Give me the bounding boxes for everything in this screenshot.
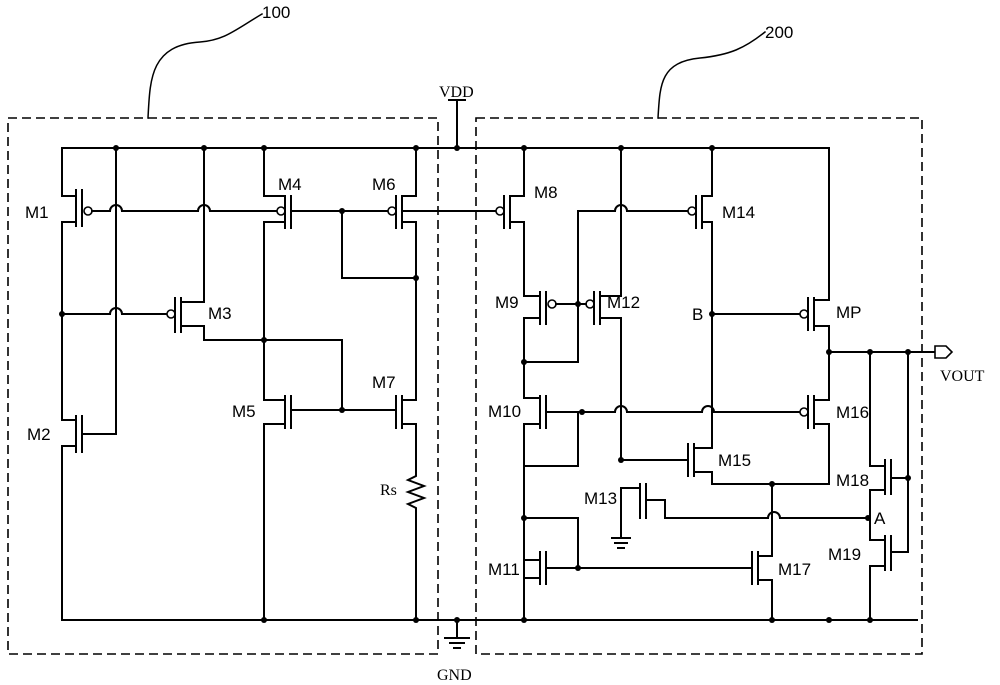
m13-ground-symbol <box>611 517 631 549</box>
node-dot <box>769 617 775 623</box>
block-100-callout <box>147 12 264 119</box>
m17-label: M17 <box>778 560 811 579</box>
node-b-label: B <box>692 305 703 324</box>
m13-label: M13 <box>584 489 617 508</box>
node-dot <box>113 145 119 151</box>
mp-transistor <box>711 147 830 399</box>
node-dot <box>339 208 345 214</box>
m9-label: M9 <box>495 293 519 312</box>
node-dot <box>521 515 527 521</box>
node-dot <box>521 359 527 365</box>
node-dot <box>867 617 873 623</box>
gnd-terminal <box>444 619 470 649</box>
m16-label: M16 <box>836 403 869 422</box>
rs-label: Rs <box>380 482 397 499</box>
m5-transistor <box>263 395 395 621</box>
m18-transistor <box>869 351 909 541</box>
m12-label: M12 <box>607 293 640 312</box>
m1-transistor <box>61 147 277 311</box>
m6-label: M6 <box>372 175 396 194</box>
node-dot <box>826 617 832 623</box>
block-100-boundary <box>7 117 439 655</box>
m8-label: M8 <box>534 183 558 202</box>
m1-label: M1 <box>25 203 49 222</box>
m9-m12-gate-diode <box>523 204 689 363</box>
m17-transistor <box>751 483 773 621</box>
node-dot <box>826 349 832 355</box>
m3-transistor <box>166 147 265 341</box>
node-dot <box>201 145 207 151</box>
node-dot <box>521 145 527 151</box>
node-dot <box>769 481 775 487</box>
node-dot <box>413 145 419 151</box>
block-200-callout <box>657 30 767 119</box>
block-200-label: 200 <box>765 23 793 42</box>
m2-label: M2 <box>27 425 51 444</box>
m19-transistor <box>869 477 918 621</box>
m18-label: M18 <box>836 471 869 490</box>
m4-label: M4 <box>278 175 302 194</box>
m3-label: M3 <box>208 304 232 323</box>
gnd-label: GND <box>437 667 472 684</box>
node-a-dot <box>865 515 871 521</box>
node-dot <box>261 617 267 623</box>
m7-transistor <box>395 395 417 471</box>
m19-label: M19 <box>828 545 861 564</box>
m11-transistor <box>523 517 753 585</box>
vdd-label: VDD <box>439 84 474 101</box>
m10-label: M10 <box>488 402 521 421</box>
block-200-boundary <box>475 117 923 655</box>
m15-label: M15 <box>718 451 751 470</box>
m3-gate-wire <box>61 307 167 315</box>
node-dot <box>454 617 460 623</box>
m12-transistor <box>577 147 622 461</box>
node-dot <box>454 145 460 151</box>
node-dot <box>709 145 715 151</box>
node-dot <box>413 275 419 281</box>
m11-label: M11 <box>488 560 520 579</box>
rs-resistor <box>405 469 427 621</box>
node-dot <box>579 409 585 415</box>
node-dot <box>413 617 419 623</box>
node-dot <box>261 145 267 151</box>
m7-label: M7 <box>372 373 396 392</box>
vout-arrow-icon <box>934 345 954 359</box>
m15-transistor <box>620 443 830 485</box>
m10-transistor <box>523 395 801 621</box>
m9-transistor <box>523 291 579 399</box>
m5-label: M5 <box>232 402 256 421</box>
node-dot <box>618 145 624 151</box>
m8-transistor <box>495 147 525 297</box>
mp-label: MP <box>836 303 862 322</box>
block-100-label: 100 <box>262 3 290 22</box>
node-a-label: A <box>874 509 886 528</box>
node-dot <box>575 565 581 571</box>
m14-label: M14 <box>722 203 755 222</box>
node-dot <box>521 617 527 623</box>
m5-gate-to-m3-drain <box>263 339 343 411</box>
m16-transistor <box>799 395 830 485</box>
vdd-terminal <box>448 99 466 149</box>
m14-transistor <box>687 147 713 447</box>
vout-label: VOUT <box>940 368 985 385</box>
m2-transistor <box>61 147 117 621</box>
